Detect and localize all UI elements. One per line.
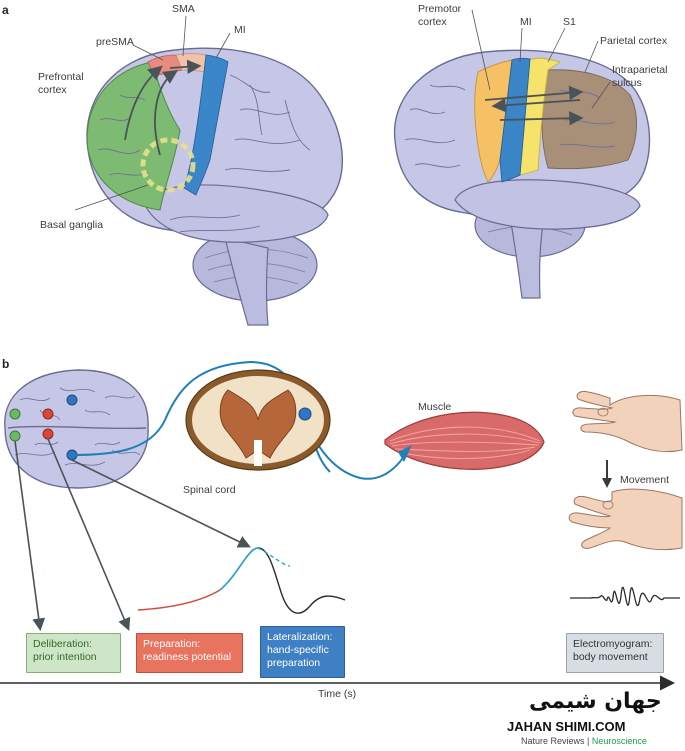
watermark-persian: جهان شیمی — [529, 689, 662, 714]
right-brain — [393, 49, 651, 299]
label-intraparietal-2: sulcus — [612, 77, 642, 89]
readiness-potential-trace — [137, 589, 221, 611]
label-presma: preSMA — [96, 36, 134, 48]
panel-a-letter: a — [2, 3, 9, 17]
label-spinal-cord: Spinal cord — [183, 484, 236, 496]
hand-before — [572, 391, 683, 453]
label-premotor-2: cortex — [418, 16, 447, 28]
box-preparation-line1: Preparation: — [143, 638, 201, 650]
box-preparation-line2: readiness potential — [143, 651, 232, 663]
journal-credit: Nature Reviews | Neuroscience — [521, 736, 647, 746]
right-premotor-region — [474, 59, 513, 183]
panel-b-letter: b — [2, 357, 9, 371]
label-mi-right: MI — [520, 16, 532, 28]
label-mi-left: MI — [234, 24, 246, 36]
basal-ganglia-marker — [140, 137, 196, 193]
box-deliberation-line1: Deliberation: — [33, 638, 92, 650]
left-brainstem — [224, 237, 269, 326]
box-lateralization-line1: Lateralization: — [267, 631, 333, 643]
label-movement: Movement — [620, 474, 669, 486]
box-emg-line2: body movement — [573, 651, 648, 663]
electrode-green-upper — [9, 408, 21, 420]
top-view-brain — [4, 369, 149, 489]
top-brain-outline — [4, 369, 149, 489]
right-s1-strip — [517, 57, 562, 177]
watermark-latin: JAHAN SHIMI.COM — [507, 719, 626, 734]
spinal-grey-matter — [219, 389, 297, 459]
label-muscle: Muscle — [418, 401, 451, 413]
right-parietal-region — [541, 69, 638, 170]
electrode-blue-upper — [66, 394, 78, 406]
box-lateralization: Lateralization: hand-specific preparatio… — [260, 626, 345, 678]
label-parietal: Parietal cortex — [600, 35, 668, 47]
spinal-cord-section — [185, 369, 331, 471]
hand-after — [568, 488, 683, 551]
label-intraparietal-1: Intraparietal — [612, 64, 667, 76]
journal-name: Nature Reviews — [521, 736, 585, 746]
label-sma: SMA — [172, 3, 195, 15]
movement-arrow — [602, 460, 612, 488]
electrode-red-upper — [42, 408, 54, 420]
right-temporal-lobe — [454, 179, 641, 230]
emg-trace — [570, 586, 680, 607]
label-prefrontal-1: Prefrontal — [38, 71, 84, 83]
label-s1: S1 — [563, 16, 576, 28]
label-time-axis: Time (s) — [318, 688, 356, 700]
electrode-red-lower — [42, 428, 54, 440]
nerve-pathway — [71, 360, 406, 480]
label-premotor-1: Premotor — [418, 3, 462, 15]
journal-section: Neuroscience — [591, 736, 647, 746]
label-basal-ganglia: Basal ganglia — [40, 219, 103, 231]
box-lateralization-line2: hand-specific — [267, 644, 329, 656]
left-brain — [86, 47, 343, 326]
box-lateralization-line3: preparation — [267, 657, 321, 669]
box-emg-line1: Electromyogram: — [573, 638, 653, 650]
box-preparation: Preparation: readiness potential — [136, 633, 243, 673]
box-deliberation-line2: prior intention — [33, 651, 97, 663]
electrode-green-lower — [9, 430, 21, 442]
muscle-illustration — [384, 411, 545, 470]
box-electromyogram: Electromyogram: body movement — [566, 633, 664, 673]
label-prefrontal-2: cortex — [38, 84, 67, 96]
left-mi-strip — [183, 54, 229, 196]
eeg-trace — [219, 547, 346, 614]
watermark-logo: جهان شیمی JAHAN SHIMI.COM Nature Reviews… — [499, 689, 685, 751]
box-deliberation: Deliberation: prior intention — [26, 633, 121, 673]
lateralized-trace — [257, 547, 291, 567]
